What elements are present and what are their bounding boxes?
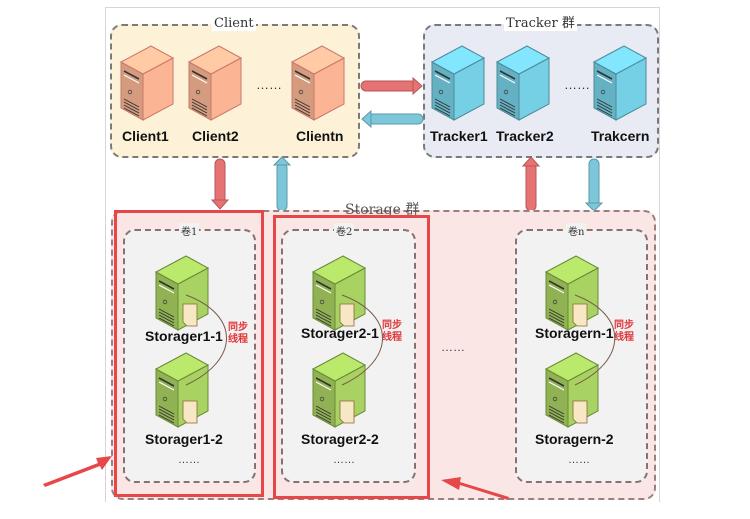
storage-server-2-1 (310, 254, 370, 337)
tracker-label-n: Trakcern (591, 128, 650, 144)
storage-server-1-1 (153, 254, 213, 337)
client-to-storage-arrow (210, 158, 230, 210)
tracker-server-1 (429, 44, 489, 127)
storage-middle-ellipsis: …… (441, 340, 465, 354)
volume-n-ellipsis: …… (568, 454, 590, 466)
client-to-tracker-arrow (360, 76, 423, 96)
sync-curve-n (574, 294, 616, 386)
client-label-n: Clientn (296, 128, 344, 144)
volume-1-title: 卷1 (179, 223, 200, 238)
storage-server-2-2 (310, 351, 370, 434)
tracker-ellipsis: …… (564, 77, 590, 92)
storage-server-n-2 (543, 351, 603, 434)
client-ellipsis: …… (256, 77, 282, 92)
storage-label-n-1: Storagern-1 (535, 325, 614, 341)
sync-thread-label-2: 同步 线程 (382, 320, 402, 343)
storage-label-2-1: Storager2-1 (301, 325, 379, 341)
server-icon (154, 352, 210, 428)
server-icon (187, 45, 243, 121)
annotation-arrow-left (43, 456, 112, 487)
server-icon (495, 45, 551, 121)
tracker-to-storage-arrow (584, 158, 604, 212)
tracker-to-client-arrow (361, 109, 424, 129)
volume-1-highlight (114, 210, 264, 497)
sync-curve-2 (341, 294, 383, 386)
server-icon (154, 255, 210, 331)
server-icon (311, 255, 367, 331)
frame-left-line (105, 7, 106, 502)
storage-server-1-2 (153, 351, 213, 434)
server-icon (544, 255, 600, 331)
server-icon (119, 45, 175, 121)
sync-thread-label-n: 同步 线程 (614, 320, 634, 343)
server-icon (290, 45, 346, 121)
volume-n-title: 卷n (566, 223, 587, 238)
client-server-n (289, 44, 349, 127)
client-label-1: Client1 (122, 128, 169, 144)
volume-2-ellipsis: …… (333, 454, 355, 466)
tracker-label-1: Tracker1 (430, 128, 488, 144)
frame-right-line (659, 7, 660, 502)
frame-top-line (105, 7, 660, 8)
server-icon (544, 352, 600, 428)
client-group-title: Client (212, 16, 256, 31)
storage-group-title: Storage 群 (345, 202, 420, 218)
volume-2-title: 卷2 (334, 223, 355, 238)
volume-1-ellipsis: …… (178, 454, 200, 466)
storage-label-2-2: Storager2-2 (301, 431, 379, 447)
tracker-server-n (591, 44, 651, 127)
tracker-server-2 (494, 44, 554, 127)
client-server-2 (186, 44, 246, 127)
server-icon (311, 352, 367, 428)
server-icon (592, 45, 648, 121)
sync-thread-label-1: 同步 线程 (228, 322, 248, 345)
sync-curve-1 (185, 294, 227, 386)
storage-label-1-2: Storager1-2 (145, 431, 223, 447)
storage-label-n-2: Storagern-2 (535, 431, 614, 447)
storage-server-n-1 (543, 254, 603, 337)
server-icon (430, 45, 486, 121)
volume-2-highlight (273, 215, 430, 499)
storage-label-1-1: Storager1-1 (145, 328, 223, 344)
client-server-1 (118, 44, 178, 127)
annotation-arrow-right (441, 477, 509, 500)
storage-to-client-arrow (272, 156, 292, 212)
tracker-label-2: Tracker2 (496, 128, 554, 144)
tracker-group-title: Tracker 群 (504, 16, 577, 31)
client-label-2: Client2 (192, 128, 239, 144)
